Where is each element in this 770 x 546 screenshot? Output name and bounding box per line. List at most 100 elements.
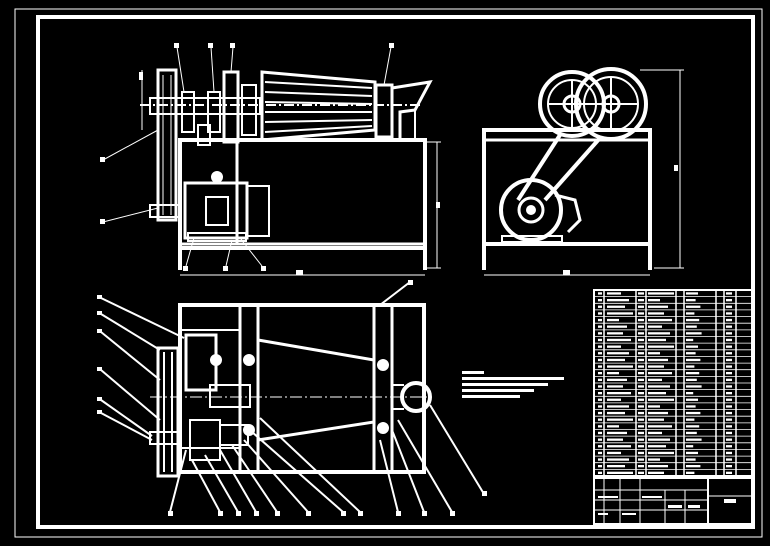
balloon-marker	[97, 311, 102, 315]
parts-list-cell-text	[648, 299, 660, 302]
title-block-text-mark	[598, 496, 618, 498]
parts-list-cell-text	[607, 471, 633, 474]
parts-list-cell-text	[598, 392, 602, 395]
parts-list-cell-text	[607, 451, 621, 455]
title-block-text-mark	[668, 505, 682, 508]
plan-belt-column	[156, 346, 180, 478]
parts-list-cell-text	[607, 398, 621, 401]
front-motor-mount	[187, 232, 247, 242]
title-block-text-mark	[688, 505, 700, 508]
plan-bearing-1	[243, 354, 255, 366]
parts-list-cell-text	[598, 318, 602, 322]
balloon-marker	[174, 43, 179, 48]
parts-list-cell-text	[598, 299, 602, 302]
parts-list-cell-text	[598, 345, 602, 348]
parts-list-cell-text	[726, 345, 732, 348]
parts-list-cell-text	[726, 431, 732, 435]
front-belt-pulley-column	[156, 68, 178, 222]
parts-list-cell-text	[686, 325, 697, 328]
parts-list-cell-text	[648, 385, 670, 388]
front-frame-body	[178, 138, 427, 250]
parts-list-cell-text	[638, 425, 644, 428]
parts-list-cell-text	[607, 292, 621, 295]
front-motor-end-cap	[246, 185, 270, 237]
parts-list-cell-text	[686, 425, 700, 428]
parts-list-cell-text	[686, 378, 697, 381]
parts-list-cell-text	[726, 471, 732, 474]
dimension-label-block	[296, 270, 303, 275]
parts-list-cell-text	[638, 418, 644, 421]
dimension-label-block	[674, 165, 678, 171]
balloon-marker	[261, 266, 266, 271]
balloon-marker	[97, 367, 102, 371]
parts-list-cell-text	[638, 465, 644, 468]
parts-list-table	[593, 289, 753, 477]
parts-list-cell-text	[607, 325, 627, 328]
parts-list-cell-text	[638, 471, 644, 474]
parts-list-cell-text	[598, 358, 602, 362]
parts-list-cell-text	[598, 451, 602, 455]
parts-list-cell-text	[638, 352, 644, 355]
plan-leader-6	[100, 412, 153, 441]
parts-list-cell-text	[607, 392, 631, 395]
parts-list-cell-text	[607, 299, 629, 302]
front-leader-4	[383, 46, 392, 86]
title-block-text-mark	[642, 496, 662, 498]
parts-list-cell-text	[598, 325, 602, 328]
front-drum-fin-1	[264, 81, 373, 89]
parts-list-cell-text	[686, 338, 694, 342]
parts-list-cell-text	[607, 465, 625, 468]
plan-leader-15	[379, 439, 399, 513]
balloon-marker	[389, 43, 394, 48]
parts-list-cell-text	[686, 431, 697, 435]
parts-list-cell-text	[607, 372, 619, 375]
parts-list-cell-text	[686, 451, 698, 455]
parts-list-cell-text	[686, 372, 700, 375]
plan-leader-7	[169, 449, 187, 513]
parts-list-cell-text	[686, 365, 695, 368]
parts-list-cell-text	[648, 458, 660, 461]
side-motor-bracket	[554, 193, 582, 234]
parts-list-cell-text	[686, 292, 698, 295]
drawing-frame-border	[36, 15, 755, 529]
parts-list-cell-text	[726, 438, 732, 441]
front-motor-terminal-box	[205, 196, 229, 226]
parts-list-cell-text	[648, 352, 660, 355]
parts-list-cell-text	[648, 332, 670, 335]
parts-list-cell-text	[598, 332, 602, 335]
parts-list-cell-text	[638, 358, 644, 362]
parts-list-cell-text	[648, 305, 668, 308]
parts-list-cell-text	[607, 458, 629, 461]
parts-list-cell-text	[598, 352, 602, 355]
balloon-marker	[100, 157, 105, 162]
parts-list-cell-text	[686, 392, 694, 395]
parts-list-cell-text	[598, 465, 602, 468]
parts-list-cell-text	[726, 292, 732, 295]
parts-list-cell-text	[648, 425, 672, 428]
parts-list-cell-text	[686, 458, 696, 461]
balloon-marker	[422, 511, 427, 516]
front-drum-fin-2	[264, 91, 373, 97]
front-leader-1	[176, 46, 185, 93]
dimension-label-block	[436, 202, 440, 208]
parts-list-cell-text	[638, 299, 644, 302]
parts-list-cell-text	[638, 312, 644, 315]
title-block-text-mark	[598, 513, 608, 515]
parts-list-cell-text	[598, 378, 602, 381]
parts-list-cell-text	[648, 325, 662, 328]
parts-list-cell-text	[648, 465, 668, 468]
plan-leader-11	[231, 444, 278, 513]
balloon-marker	[341, 511, 346, 516]
plan-leader-10	[219, 449, 257, 513]
side-motor-shaft	[526, 205, 536, 215]
parts-list-cell-text	[638, 372, 644, 375]
parts-list-cell-text	[598, 445, 602, 448]
side-frame-body	[482, 128, 652, 246]
parts-list-cell-text	[686, 318, 700, 322]
dimension-label-block	[563, 270, 570, 275]
parts-list-cell-text	[607, 332, 623, 335]
parts-list-cell-text	[686, 312, 695, 315]
parts-list-cell-text	[648, 345, 674, 348]
plan-balloons	[97, 280, 487, 516]
